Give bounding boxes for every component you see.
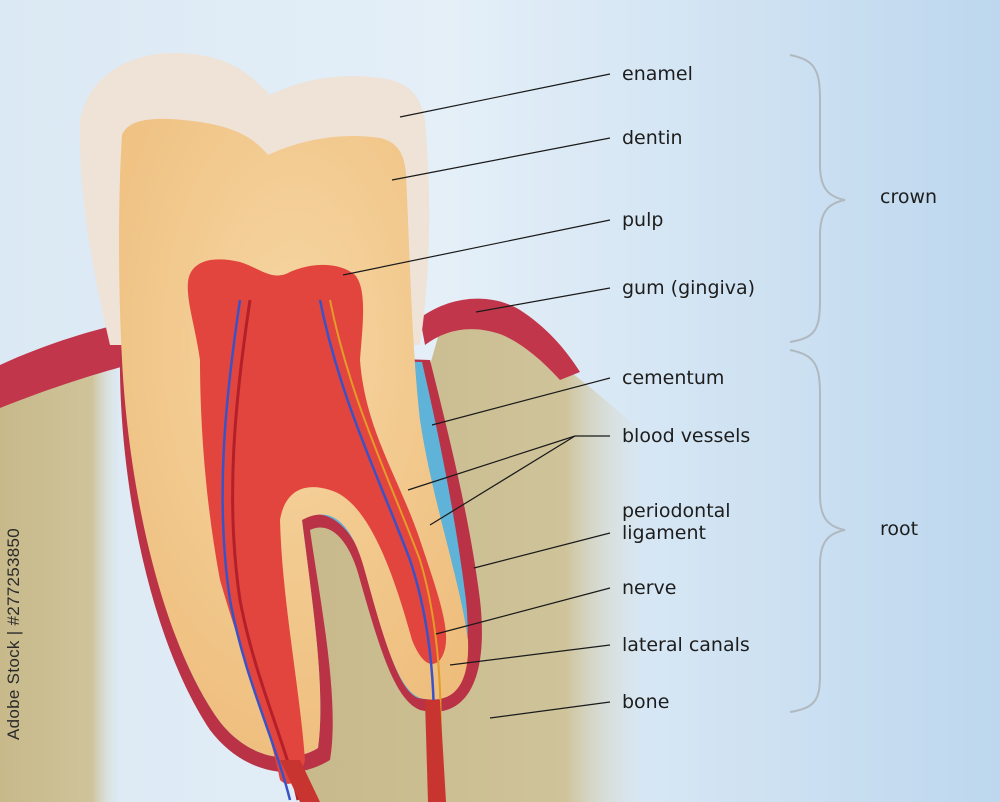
label-enamel: enamel	[622, 63, 693, 85]
label-cementum: cementum	[622, 367, 725, 389]
leader-lines	[342, 73, 611, 719]
label-bone: bone	[622, 691, 670, 713]
label-lateral-canals: lateral canals	[622, 634, 750, 656]
bone-shape	[0, 355, 118, 802]
root-brace	[789, 349, 846, 713]
stock-id: Adobe Stock | #277253850	[4, 527, 23, 740]
group-root: root	[880, 518, 919, 540]
crown-brace	[789, 54, 846, 343]
label-dentin: dentin	[622, 127, 683, 149]
label-gum: gum (gingiva)	[622, 277, 756, 299]
label-pulp: pulp	[622, 209, 664, 231]
canal-exit	[280, 760, 320, 802]
vessel-blue	[221, 299, 292, 801]
label-blood-vessels: blood vessels	[622, 425, 751, 447]
canal-exit-2	[425, 700, 446, 802]
gum-right	[420, 298, 580, 380]
label-periodontal-ligament: periodontal ligament	[622, 500, 731, 544]
label-nerve: nerve	[622, 577, 677, 599]
braces	[789, 54, 846, 713]
gum-left	[0, 322, 140, 408]
group-crown: crown	[880, 186, 938, 208]
vessel-red	[231, 299, 300, 801]
